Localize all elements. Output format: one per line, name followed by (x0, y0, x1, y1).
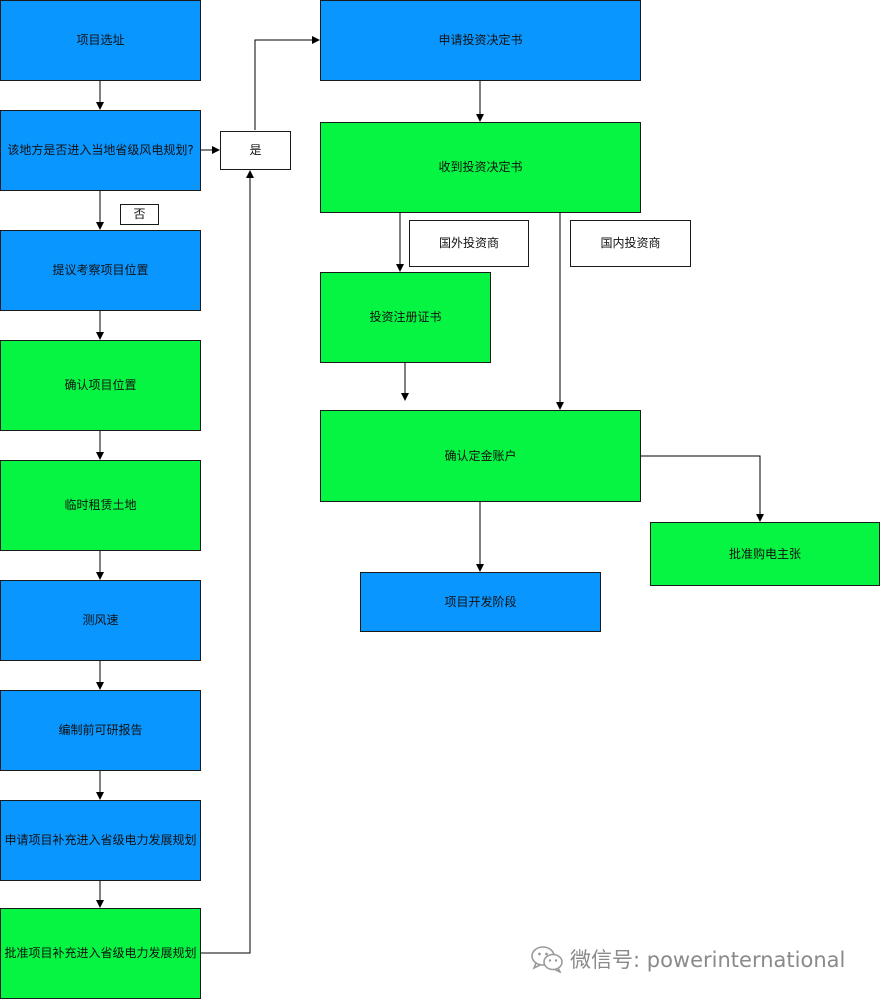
label-yes: 是 (220, 131, 291, 170)
label-no: 否 (120, 204, 159, 225)
node-measure-wind: 测风速 (0, 580, 201, 661)
node-dev-phase: 项目开发阶段 (360, 572, 601, 632)
wechat-icon (531, 946, 563, 973)
node-confirm-location: 确认项目位置 (0, 340, 201, 431)
node-confirm-deposit: 确认定金账户 (320, 410, 641, 502)
node-approve-supplement: 批准项目补充进入省级电力发展规划 (0, 908, 201, 999)
node-lease-land: 临时租赁土地 (0, 460, 201, 551)
node-investment-certificate: 投资注册证书 (320, 272, 491, 363)
edge-yes-to-apply-decision (254, 36, 320, 130)
node-propose-location: 提议考察项目位置 (0, 230, 201, 311)
node-feasibility-report: 编制前可研报告 (0, 690, 201, 771)
label-domestic-investor: 国内投资商 (570, 220, 691, 267)
node-apply-decision: 申请投资决定书 (320, 0, 641, 81)
node-approve-ppa: 批准购电主张 (650, 522, 880, 586)
edge-approve-to-yes (200, 170, 254, 954)
node-receive-decision: 收到投资决定书 (320, 122, 641, 213)
node-apply-supplement: 申请项目补充进入省级电力发展规划 (0, 800, 201, 881)
label-foreign-investor: 国外投资商 (409, 220, 529, 267)
watermark: 微信号: powerinternational (530, 944, 845, 974)
edge-deposit-to-ppa (640, 455, 764, 522)
node-site-selection: 项目选址 (0, 0, 201, 81)
watermark-text: 微信号: powerinternational (570, 948, 846, 972)
node-in-plan-question: 该地方是否进入当地省级风电规划? (0, 110, 201, 191)
